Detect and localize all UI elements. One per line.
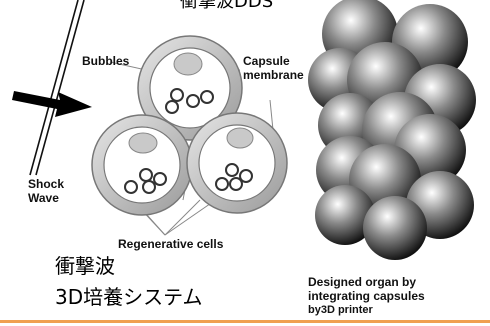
shock-wave-lines bbox=[29, 0, 85, 176]
label-shock-line2: Wave bbox=[28, 191, 59, 205]
top-caption-partial: 衝撃波DDS bbox=[180, 0, 274, 12]
label-regenerative-cells: Regenerative cells bbox=[118, 237, 224, 251]
label-organ-line1: Designed organ by bbox=[308, 275, 417, 289]
shock-arrow-icon bbox=[12, 91, 92, 117]
label-capsule-line2: membrane bbox=[243, 68, 304, 82]
label-organ-line3: by3D printer bbox=[308, 304, 373, 316]
label-bubbles: Bubbles bbox=[82, 54, 130, 68]
bottom-accent-rule bbox=[0, 320, 490, 323]
caption-line2: 3D培養システム bbox=[55, 285, 203, 309]
capsule-bottom-left bbox=[91, 114, 193, 216]
label-capsule-line1: Capsule bbox=[243, 54, 290, 68]
label-shock-line1: Shock bbox=[28, 177, 65, 191]
capsule-top bbox=[137, 35, 243, 141]
caption-line1: 衝撃波 bbox=[55, 254, 115, 278]
capsule-bottom-right bbox=[186, 112, 288, 214]
organ-sphere-cluster bbox=[308, 0, 476, 260]
label-organ-line2: integrating capsules bbox=[308, 289, 425, 303]
